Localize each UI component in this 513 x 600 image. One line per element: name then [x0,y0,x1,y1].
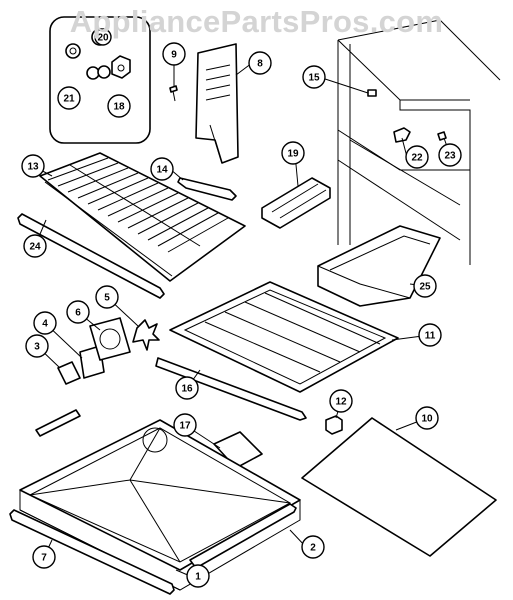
callout-9: 9 [162,42,186,66]
fan-assembly [57,317,160,385]
callout-11-label: 11 [425,331,436,342]
callout-23: 23 [438,143,462,167]
callout-14: 14 [150,157,174,181]
callout-7: 7 [32,545,56,569]
callout-15: 15 [302,65,326,89]
callout-22-label: 22 [411,153,423,164]
callout-1-label: 1 [195,572,201,583]
callout-6-label: 6 [75,308,81,319]
callout-10-label: 10 [421,414,433,425]
part-11-glass-shelf [169,281,399,393]
part-16-trim [155,357,307,421]
part-14-bar [177,177,237,201]
callout-23-label: 23 [444,151,456,162]
callout-14-label: 14 [156,165,168,176]
callout-18-label: 18 [113,102,125,113]
callout-20: 20 [94,28,112,46]
part-10-cover [301,417,497,557]
part-9-screw [169,85,178,102]
callout-13-label: 13 [27,162,39,173]
part-8-duct [195,43,239,164]
callout-5: 5 [95,285,119,309]
callout-21: 21 [57,86,81,110]
callout-25-label: 25 [419,282,431,293]
callout-12-label: 12 [335,397,347,408]
callout-12: 12 [329,389,353,413]
callout-4: 4 [33,311,57,335]
callout-2-label: 2 [310,543,316,554]
callout-8: 8 [248,51,272,75]
part-13-wire-shelf [39,152,246,282]
callout-19-label: 19 [287,149,299,160]
part-12-clip [325,415,343,435]
callout-6: 6 [66,300,90,324]
callout-17-label: 17 [179,421,191,432]
floor-left-rail [35,409,81,437]
callout-3: 3 [25,334,49,358]
freezer-floor-assembly [19,419,301,591]
callout-22: 22 [405,145,429,169]
callout-17: 17 [173,413,197,437]
callout-3-label: 3 [34,342,40,353]
cabinet-frame [337,19,501,265]
callout-8-label: 8 [257,59,263,70]
callout-24: 24 [23,234,47,258]
callout-11: 11 [418,323,442,347]
callout-24-label: 24 [29,242,41,253]
part-15-plug [367,89,377,97]
callout-4-label: 4 [42,319,48,330]
callout-9-label: 9 [171,50,177,61]
callout-25: 25 [413,274,437,298]
callout-20-label: 20 [97,33,109,44]
callout-10: 10 [415,406,439,430]
callout-1: 1 [186,564,210,588]
callout-7-label: 7 [41,553,47,564]
callout-21-label: 21 [63,94,75,105]
callout-2: 2 [301,535,325,559]
part-24-trim [17,213,165,299]
callout-18: 18 [107,94,131,118]
callout-16: 16 [175,376,199,400]
callout-16-label: 16 [181,384,193,395]
callout-19: 19 [281,141,305,165]
callout-13: 13 [21,154,45,178]
part-22-clip [393,127,411,143]
callout-15-label: 15 [308,73,320,84]
part-7-rail [9,509,175,595]
callout-5-label: 5 [104,293,110,304]
part-25-bin [317,225,441,307]
part-19-egg-tray [261,177,331,229]
